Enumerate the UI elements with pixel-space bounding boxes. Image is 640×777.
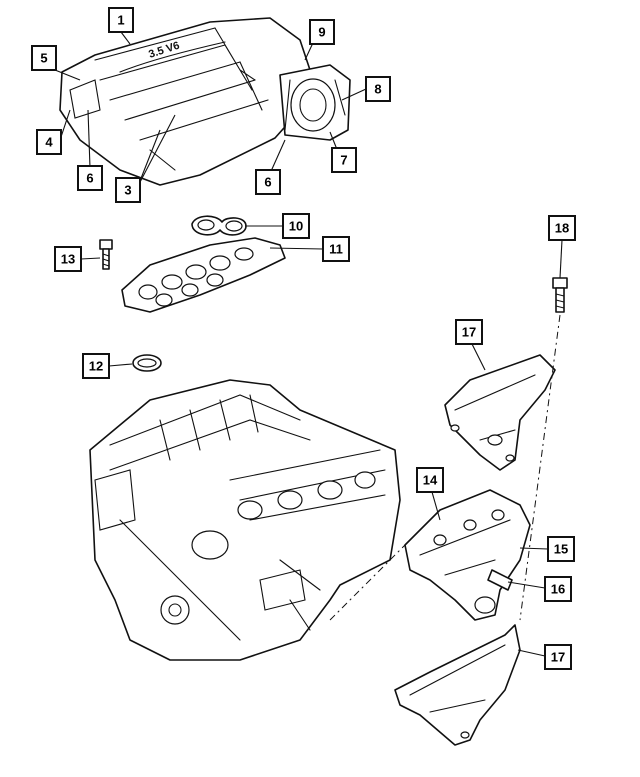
- callout-14: 15: [547, 536, 575, 562]
- lower-manifold-gasket: [121, 237, 286, 313]
- callout-17-upper: 17: [455, 319, 483, 345]
- svg-text:3: 3: [124, 183, 131, 198]
- svg-text:9: 9: [318, 25, 325, 40]
- upper-intake-manifold: 3.5 V6: [59, 17, 311, 186]
- svg-text:7: 7: [340, 153, 347, 168]
- callout-5: 5: [31, 45, 57, 71]
- svg-text:16: 16: [551, 582, 565, 597]
- callout-15: 14: [416, 467, 444, 493]
- callout-4: 4: [36, 129, 62, 155]
- svg-text:17: 17: [462, 325, 476, 340]
- svg-text:13: 13: [61, 252, 75, 267]
- svg-text:6: 6: [264, 175, 271, 190]
- heat-shield-stud: [552, 277, 568, 313]
- svg-text:6: 6: [86, 171, 93, 186]
- callout-16: 16: [544, 576, 572, 602]
- svg-text:17: 17: [551, 650, 565, 665]
- assembly-line-stud: [519, 314, 561, 621]
- callout-6-left: 6: [77, 165, 103, 191]
- callout-13: 13: [54, 246, 82, 272]
- svg-text:11: 11: [329, 242, 343, 257]
- exhaust-sensor: [487, 569, 513, 591]
- callout-6-right: 6: [255, 169, 281, 195]
- callout-18: 18: [548, 215, 576, 241]
- svg-text:5: 5: [40, 51, 47, 66]
- callout-7: 7: [331, 147, 357, 173]
- callout-1: 1: [108, 7, 134, 33]
- callout-10: 10: [282, 213, 310, 239]
- svg-text:14: 14: [423, 473, 438, 488]
- svg-text:18: 18: [555, 221, 569, 236]
- svg-text:1: 1: [117, 13, 124, 28]
- svg-text:8: 8: [374, 82, 381, 97]
- leader-lines: [54, 31, 563, 657]
- upper-heat-shield: [444, 354, 556, 471]
- exhaust-manifold: [404, 489, 531, 621]
- svg-text:10: 10: [289, 219, 303, 234]
- throttle-gasket-rings: [191, 215, 247, 236]
- svg-text:4: 4: [45, 135, 53, 150]
- manifold-bolt: [99, 239, 113, 270]
- engine-block: [89, 379, 401, 661]
- o-ring-seal: [132, 354, 162, 372]
- assembly-line-engine: [329, 539, 411, 621]
- callout-17-lower: 17: [544, 644, 572, 670]
- callout-12: 12: [82, 353, 110, 379]
- svg-text:15: 15: [554, 542, 568, 557]
- throttle-body: [279, 64, 351, 141]
- svg-text:12: 12: [89, 359, 103, 374]
- callout-9: 9: [309, 19, 335, 45]
- callout-11: 11: [322, 236, 350, 262]
- lower-heat-shield: [394, 624, 521, 746]
- callout-8: 8: [365, 76, 391, 102]
- callout-3: 3: [115, 177, 141, 203]
